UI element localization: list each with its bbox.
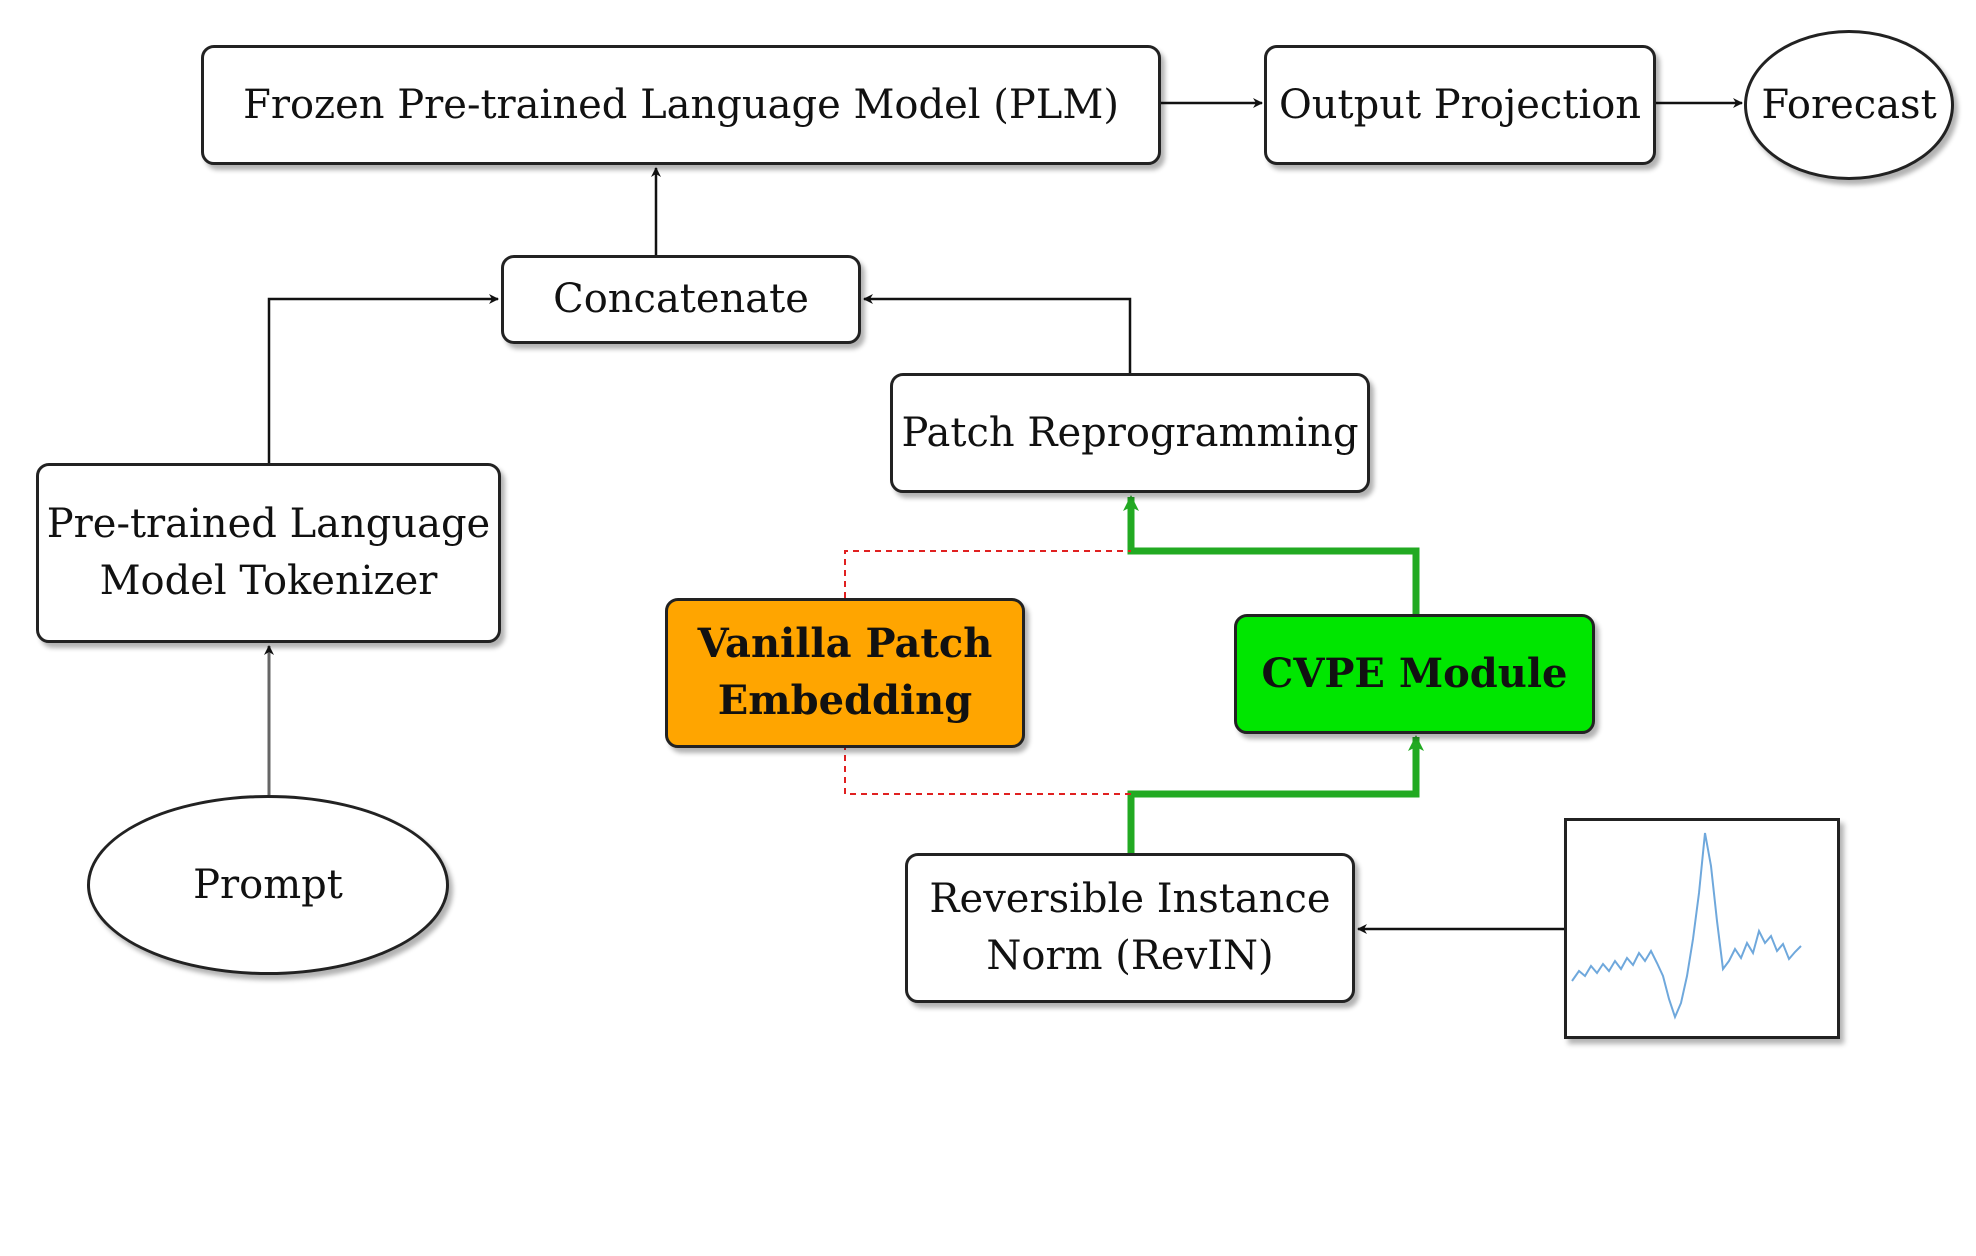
time-series-plot-icon <box>1564 818 1840 1039</box>
forecast-label: Forecast <box>1761 81 1937 128</box>
dashed-path-revin-to-vanilla <box>844 748 1131 795</box>
green-path-cvpe-to-patch-reprogramming <box>1123 495 1420 614</box>
tokenizer-label: Pre-trained Language Model Tokenizer <box>46 501 491 604</box>
plm-label: Frozen Pre-trained Language Model (PLM) <box>243 81 1119 128</box>
patch-reprogramming-node: Patch Reprogramming <box>890 373 1370 493</box>
output-projection-node: Output Projection <box>1264 45 1656 165</box>
plm-node: Frozen Pre-trained Language Model (PLM) <box>201 45 1161 165</box>
forecast-node: Forecast <box>1744 30 1954 180</box>
dashed-path-vanilla-to-patch-reprogramming <box>844 550 1131 598</box>
vanilla-patch-embedding-node: Vanilla Patch Embedding <box>665 598 1025 748</box>
arrow-patch-reprogramming-to-concatenate <box>863 294 1132 373</box>
arrow-tokenizer-to-concatenate <box>267 294 499 463</box>
concatenate-label: Concatenate <box>553 276 809 323</box>
patch-reprogramming-label: Patch Reprogramming <box>901 409 1359 456</box>
revin-node: Reversible Instance Norm (RevIN) <box>905 853 1355 1003</box>
output-projection-label: Output Projection <box>1278 81 1642 128</box>
concatenate-node: Concatenate <box>501 255 861 344</box>
revin-label: Reversible Instance Norm (RevIN) <box>929 876 1331 979</box>
cvpe-module-label: CVPE Module <box>1261 649 1568 697</box>
cvpe-module-node: CVPE Module <box>1234 614 1595 734</box>
tokenizer-node: Pre-trained Language Model Tokenizer <box>36 463 501 643</box>
vanilla-patch-embedding-label: Vanilla Patch Embedding <box>697 620 993 724</box>
prompt-label: Prompt <box>193 861 343 908</box>
green-path-revin-to-cvpe <box>1127 735 1424 853</box>
time-series-line <box>1571 832 1802 1020</box>
prompt-node: Prompt <box>87 795 449 975</box>
